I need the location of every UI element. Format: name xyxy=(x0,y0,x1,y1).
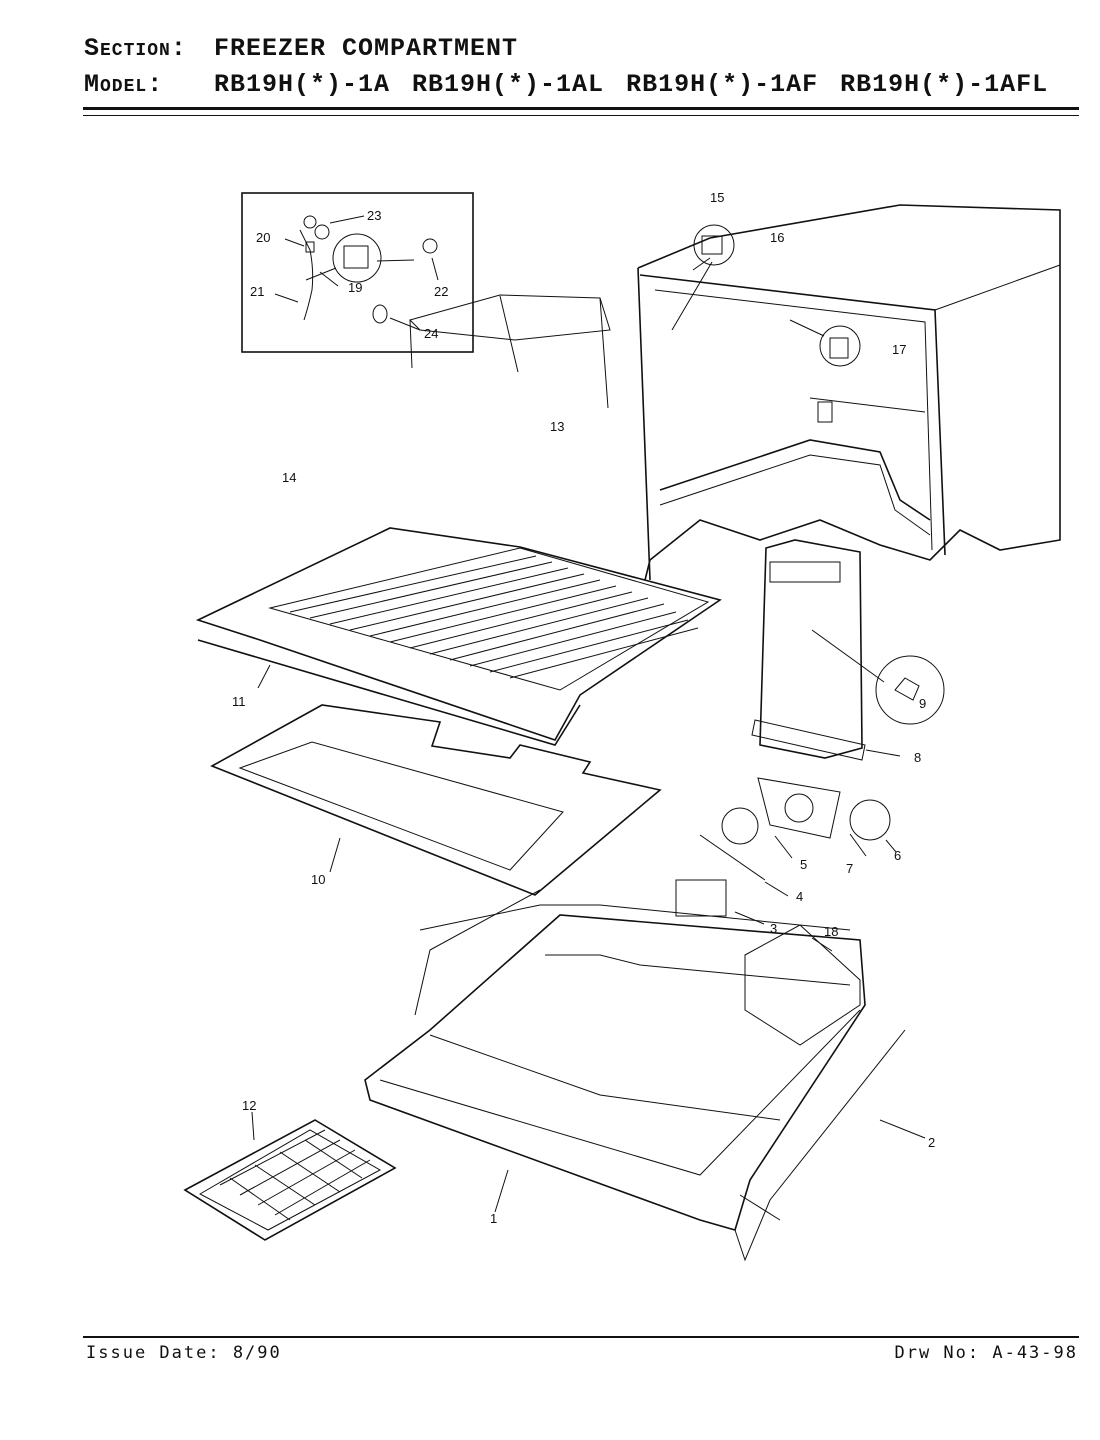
callout-6: 6 xyxy=(894,848,901,863)
floor-assembly xyxy=(364,889,926,1262)
callout-1: 1 xyxy=(490,1211,497,1226)
callout-14: 14 xyxy=(282,470,296,485)
callout-19: 19 xyxy=(348,280,362,295)
fan-assembly xyxy=(675,777,897,925)
callout-9: 9 xyxy=(919,696,926,711)
callout-3: 3 xyxy=(770,921,777,936)
callout-2: 2 xyxy=(928,1135,935,1150)
footer-rule xyxy=(83,1336,1079,1338)
section-label: Section: xyxy=(84,34,187,63)
inset-light-parts xyxy=(241,192,474,353)
model-1af: RB19H(*)-1AF xyxy=(626,70,819,99)
section-header: Section: FREEZER COMPARTMENT xyxy=(84,34,518,63)
model-header: Model: RB19H(*)-1A RB19H(*)-1AL RB19H(*)-1A… xyxy=(84,70,1070,99)
callout-21: 21 xyxy=(250,284,264,299)
header-rule-thin xyxy=(83,115,1079,116)
callout-20: 20 xyxy=(256,230,270,245)
model-1a: RB19H(*)-1A xyxy=(214,70,391,99)
panel-10 xyxy=(210,704,662,896)
issue-date: Issue Date: 8/90 xyxy=(86,1343,282,1363)
ice-tray-12 xyxy=(183,1111,397,1241)
callout-13: 13 xyxy=(550,419,564,434)
callout-24: 24 xyxy=(424,326,438,341)
callout-8: 8 xyxy=(914,750,921,765)
model-label: Model: xyxy=(84,70,164,99)
shelf-support-13 xyxy=(305,233,611,409)
model-1afl: RB19H(*)-1AFL xyxy=(840,70,1049,99)
callout-18: 18 xyxy=(824,924,838,939)
callout-22: 22 xyxy=(434,284,448,299)
callout-23: 23 xyxy=(367,208,381,223)
callout-7: 7 xyxy=(846,861,853,876)
callout-5: 5 xyxy=(800,857,807,872)
freezer-cabinet xyxy=(637,204,1061,581)
callout-12: 12 xyxy=(242,1098,256,1113)
callout-17: 17 xyxy=(892,342,906,357)
header-rule-thick xyxy=(83,107,1079,110)
duct-8 xyxy=(751,539,945,761)
callout-15: 15 xyxy=(710,190,724,205)
callout-10: 10 xyxy=(311,872,325,887)
model-1al: RB19H(*)-1AL xyxy=(412,70,605,99)
callout-16: 16 xyxy=(770,230,784,245)
drawing-number: Drw No: A-43-98 xyxy=(894,1343,1078,1363)
section-title: FREEZER COMPARTMENT xyxy=(214,34,519,63)
shelf-11 xyxy=(195,527,722,746)
callout-11: 11 xyxy=(232,694,246,709)
callout-4: 4 xyxy=(796,889,803,904)
